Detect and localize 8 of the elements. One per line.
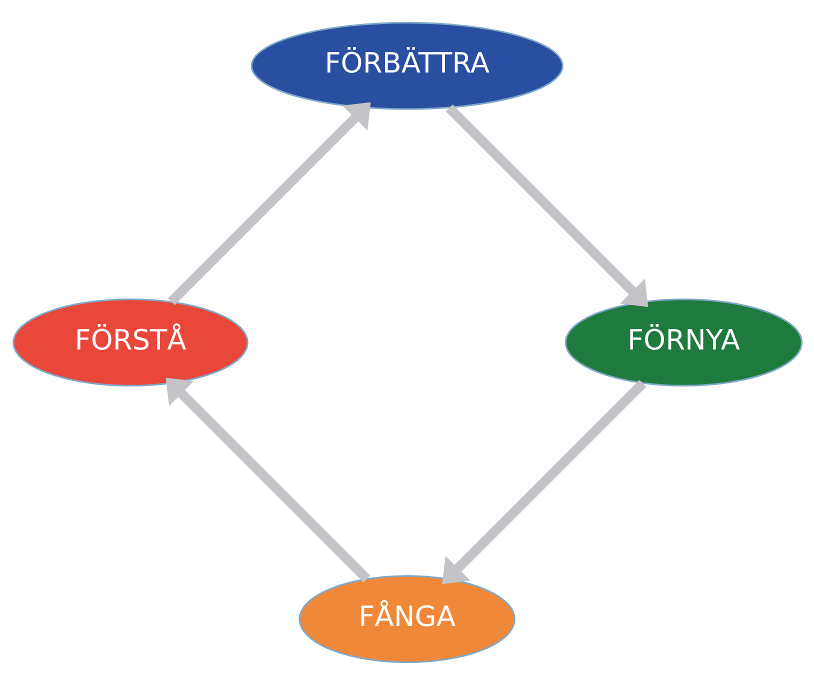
arrow bbox=[165, 378, 370, 582]
arrow bbox=[445, 104, 648, 307]
node-ellipse: FÖRSTÅ bbox=[12, 298, 248, 386]
node-ellipse: FÅNGA bbox=[298, 575, 515, 664]
arrow bbox=[167, 102, 370, 306]
node-ellipse: FÖRNYA bbox=[564, 298, 802, 386]
node-ellipse: FÖRBÄTTRA bbox=[250, 22, 563, 110]
arrow bbox=[442, 380, 646, 584]
